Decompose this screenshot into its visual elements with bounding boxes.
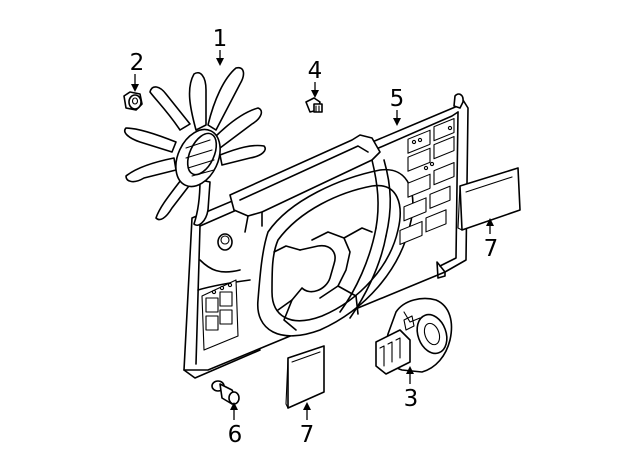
seal-pad-icon [285,345,325,409]
shroud-icon [183,93,469,379]
callout-5: 5 [390,86,405,112]
callout-7-right: 7 [484,236,499,262]
callout-3: 3 [404,386,419,412]
seal-pad-icon [457,167,521,231]
callout-leaders [131,50,494,420]
callout-4: 4 [308,58,323,84]
callout-6: 6 [228,422,243,448]
nut-icon [123,91,143,111]
rivet-icon [211,380,240,405]
callout-7-bottom: 7 [300,422,315,448]
callout-2: 2 [130,50,145,76]
bolt-icon [305,97,323,113]
callout-1: 1 [213,26,228,52]
fan-blade-icon [124,66,266,226]
motor-icon [375,297,453,375]
